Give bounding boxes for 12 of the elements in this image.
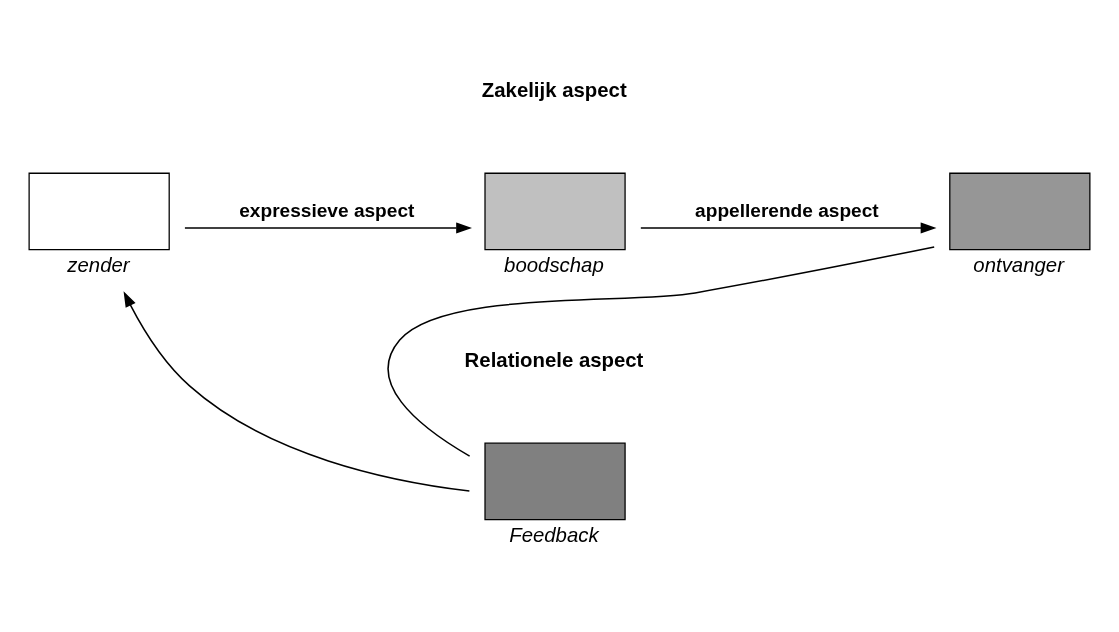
node-label: Feedback	[509, 523, 599, 546]
edge-label: expressieve aspect	[239, 199, 415, 221]
arrow	[640, 221, 937, 234]
node-label: zender	[67, 253, 130, 276]
label: Relationele aspect	[464, 348, 644, 371]
arrow	[123, 290, 471, 492]
connector	[387, 245, 935, 457]
arrow	[184, 221, 472, 234]
label: Zakelijk aspect	[481, 78, 627, 101]
node-label: ontvanger	[973, 253, 1064, 276]
node-label: boodschap	[504, 253, 604, 276]
edge-label: appellerende aspect	[695, 199, 879, 221]
